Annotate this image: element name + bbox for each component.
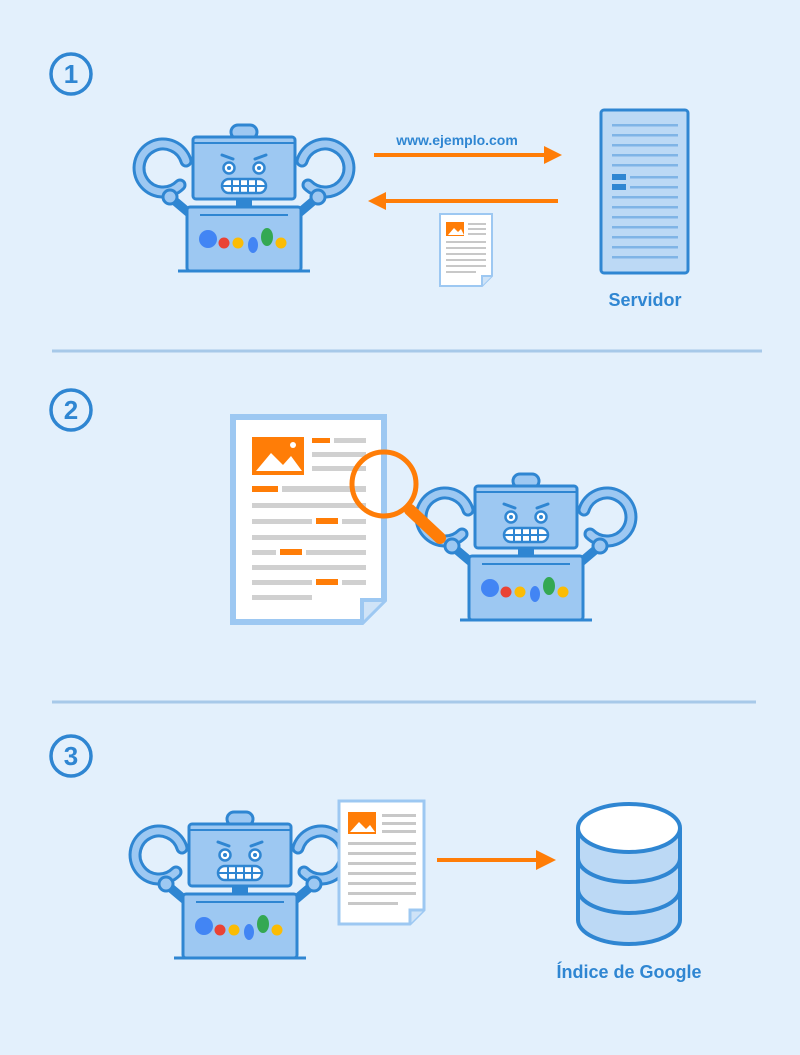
step-1-number: 1 bbox=[64, 59, 78, 89]
robot-icon bbox=[139, 125, 349, 271]
step-2-badge: 2 bbox=[49, 388, 93, 432]
document-icon bbox=[337, 799, 426, 926]
robot-icon bbox=[135, 812, 345, 958]
server-label: Servidor bbox=[608, 290, 681, 310]
server-icon bbox=[599, 108, 690, 275]
magnifier-icon bbox=[349, 449, 446, 544]
url-label: www.ejemplo.com bbox=[395, 132, 518, 148]
index-label: Índice de Google bbox=[556, 961, 701, 982]
document-icon bbox=[439, 213, 493, 287]
arrow-right-icon bbox=[374, 146, 562, 164]
arrow-right-icon bbox=[437, 850, 556, 870]
step-3-number: 3 bbox=[64, 741, 78, 771]
step-1-badge: 1 bbox=[49, 52, 93, 96]
robot-icon bbox=[421, 474, 631, 620]
arrow-left-icon bbox=[368, 192, 558, 210]
step-3-badge: 3 bbox=[49, 734, 93, 778]
database-icon bbox=[576, 802, 682, 946]
large-document-icon bbox=[230, 414, 387, 625]
step-2-number: 2 bbox=[64, 395, 78, 425]
